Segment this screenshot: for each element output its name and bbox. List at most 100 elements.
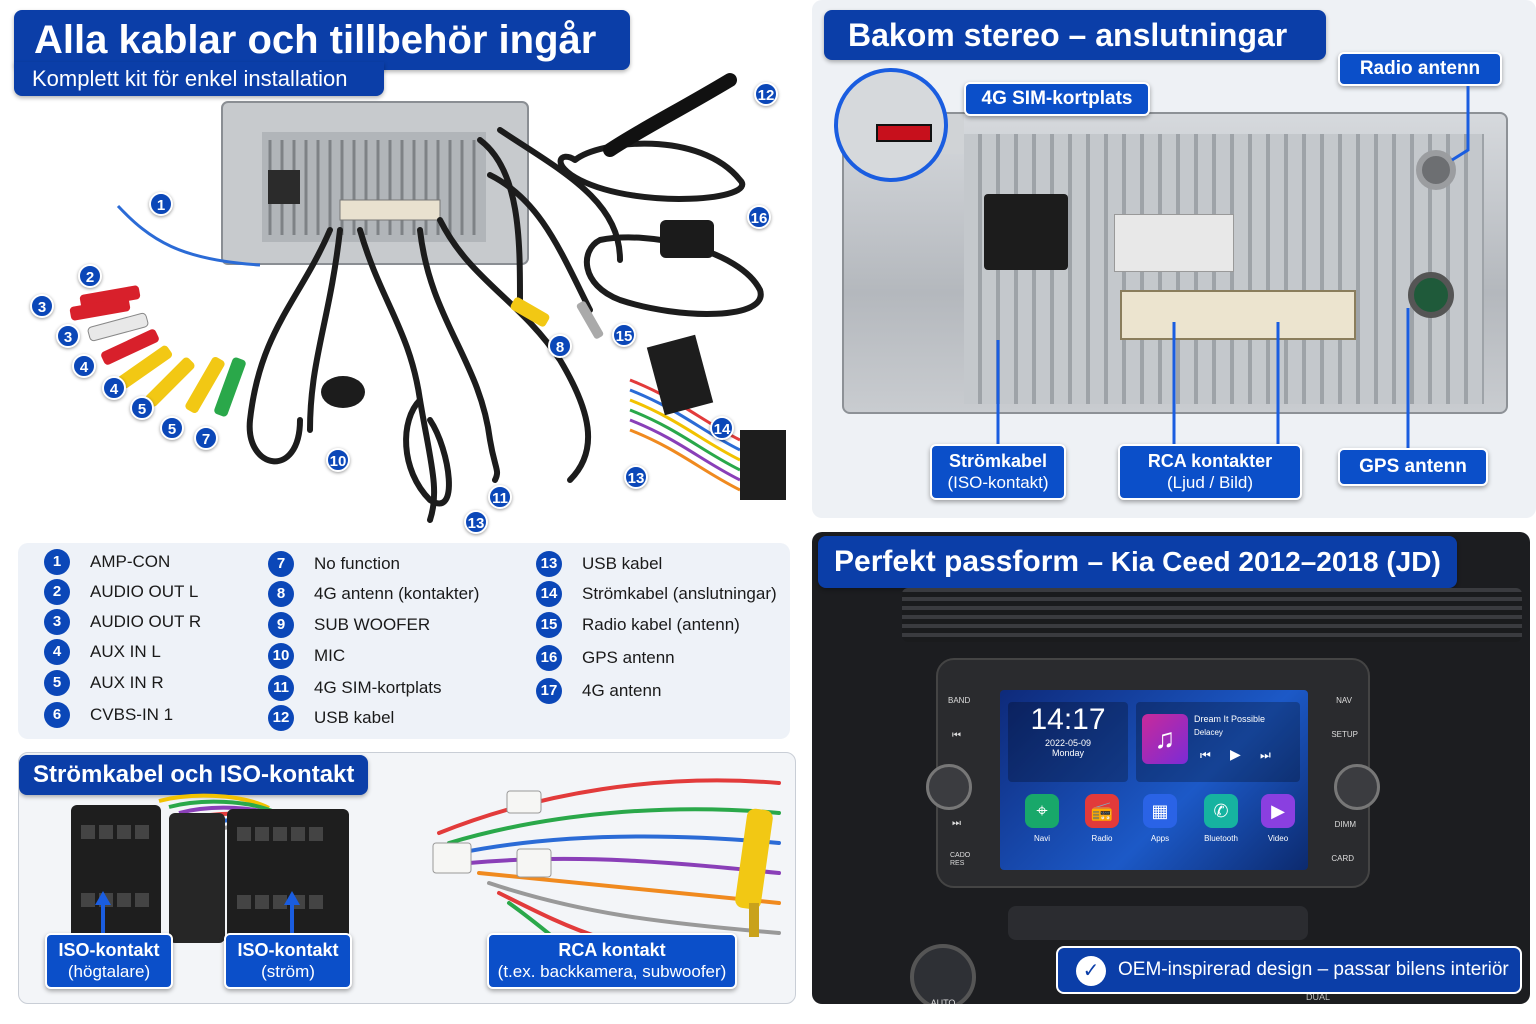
radio-antenna-socket (1416, 150, 1456, 190)
fit-panel-title: Perfekt passform – Kia Ceed 2012–2018 (J… (818, 536, 1457, 588)
fit-title-bold: Perfekt passform (834, 545, 1080, 578)
marker-15: 15 (612, 323, 636, 347)
rca-sub: (t.ex. backkamera, subwoofer) (497, 962, 727, 981)
nav-button[interactable]: NAV (1336, 696, 1352, 705)
legend-text: AMP-CON (90, 552, 171, 571)
app-label: Video (1267, 834, 1289, 843)
setup-button[interactable]: SETUP (1331, 730, 1358, 739)
marker-4b: 4 (102, 376, 126, 400)
legend-text: Radio kabel (antenn) (582, 615, 740, 634)
legend-text: AUDIO OUT R (90, 612, 202, 631)
app-bluetooth[interactable]: ✆ Bluetooth (1198, 794, 1244, 843)
band-button[interactable]: BAND (948, 696, 971, 705)
legend-item: 12 USB kabel (268, 705, 394, 731)
rca-connectors-title: RCA kontakter (1147, 451, 1273, 471)
dimm-button[interactable]: DIMM (1334, 820, 1356, 829)
iso-speaker-sub: (högtalare) (67, 962, 151, 981)
iso-power-callout: ISO-kontakt (ström) (224, 933, 352, 989)
app-dock: ⌖ Navi 📻 Radio ▦ Apps ✆ Bluetooth (1000, 788, 1308, 864)
back-callout-lines (996, 86, 1470, 448)
gps-callout: GPS antenn (1338, 448, 1488, 486)
app-label: Bluetooth (1204, 834, 1238, 843)
legend-number: 10 (268, 643, 294, 669)
music-note-icon: ♫ (1142, 714, 1188, 764)
cado-button[interactable]: CADO RES (950, 852, 971, 867)
touch-screen[interactable]: 14:17 2022-05-09 Monday ♫ Dream It Possi… (1000, 690, 1308, 870)
legend-number: 15 (536, 612, 562, 638)
legend-number: 12 (268, 705, 294, 731)
volume-knob[interactable] (926, 764, 972, 810)
marker-7: 7 (194, 426, 218, 450)
clock-day: Monday (1051, 748, 1085, 758)
previous-track-icon[interactable]: ⏮ (1200, 748, 1211, 762)
legend-text: MIC (314, 646, 346, 665)
phone-icon: ✆ (1204, 794, 1238, 828)
clock-widget: 14:17 2022-05-09 Monday (1008, 702, 1128, 782)
gps-socket (1408, 272, 1454, 318)
card-button[interactable]: CARD (1331, 854, 1354, 863)
legend-number: 5 (44, 670, 70, 696)
fit-title-rest: – Kia Ceed 2012–2018 (JD) (1087, 546, 1441, 577)
app-label: Radio (1091, 834, 1113, 843)
cables-subtitle: Komplett kit för enkel installation (14, 62, 384, 96)
iso-panel-title: Strömkabel och ISO-kontakt (19, 755, 369, 795)
legend-number: 9 (268, 612, 294, 638)
legend-number: 4 (44, 639, 70, 665)
check-icon: ✓ (1076, 956, 1106, 986)
tune-knob[interactable] (1334, 764, 1380, 810)
video-play-icon: ▶ (1261, 794, 1295, 828)
legend-number: 11 (268, 675, 294, 701)
marker-2: 2 (78, 264, 102, 288)
marker-14: 14 (710, 416, 734, 440)
legend-item: 7 No function (268, 551, 400, 577)
legend-item: 9 SUB WOOFER (268, 612, 430, 638)
dash-vents (902, 588, 1522, 642)
marker-12: 12 (754, 82, 778, 106)
radio-antenna-callout: Radio antenn (1338, 52, 1502, 86)
dual-label: DUAL (1306, 992, 1331, 1002)
next-button[interactable]: ⏭ (952, 818, 961, 829)
climate-knob[interactable]: AUTO (910, 944, 976, 1004)
legend-text: No function (314, 554, 400, 573)
song-artist: Delacey (1194, 728, 1223, 737)
app-radio[interactable]: 📻 Radio (1082, 794, 1122, 843)
legend-text: SUB WOOFER (314, 615, 431, 634)
legend-text: AUDIO OUT L (90, 582, 199, 601)
navi-icon: ⌖ (1025, 794, 1059, 828)
app-navi[interactable]: ⌖ Navi (1022, 794, 1062, 843)
legend-number: 6 (44, 702, 70, 728)
marker-13a: 13 (464, 510, 488, 534)
legend-text: USB kabel (314, 708, 395, 727)
iso-power-title: ISO-kontakt (237, 940, 339, 960)
next-track-icon[interactable]: ⏭ (1260, 748, 1271, 762)
legend-item: 10 MIC (268, 643, 345, 669)
label-sticker (1114, 214, 1234, 272)
prev-button[interactable]: ⏮ (952, 730, 961, 741)
back-panel-title: Bakom stereo – anslutningar (824, 10, 1326, 60)
play-icon[interactable]: ▶ (1230, 746, 1241, 762)
cables-title: Alla kablar och tillbehör ingår (14, 10, 630, 70)
head-unit-front: BAND ⏮ ⏭ CADO RES NAV SETUP DIMM CARD 14… (926, 658, 1380, 888)
rca-connectors-callout: RCA kontakter (Ljud / Bild) (1118, 444, 1302, 500)
cables-panel: Alla kablar och tillbehör ingår Komplett… (0, 0, 800, 540)
cables-illustration (69, 73, 786, 523)
music-widget[interactable]: ♫ Dream It Possible Delacey ⏮ ▶ ⏭ (1136, 702, 1300, 782)
rca-connectors-sub: (Ljud / Bild) (1167, 473, 1253, 492)
app-video[interactable]: ▶ Video (1258, 794, 1298, 843)
marker-13b: 13 (624, 465, 648, 489)
legend-text: 4G SIM-kortplats (314, 678, 442, 697)
legend-number: 7 (268, 551, 294, 577)
iso-illustration (71, 778, 781, 985)
app-label: Navi (1033, 834, 1050, 843)
app-apps[interactable]: ▦ Apps (1140, 794, 1180, 843)
legend-item: 11 4G SIM-kortplats (268, 675, 442, 701)
legend-number: 17 (536, 678, 562, 704)
